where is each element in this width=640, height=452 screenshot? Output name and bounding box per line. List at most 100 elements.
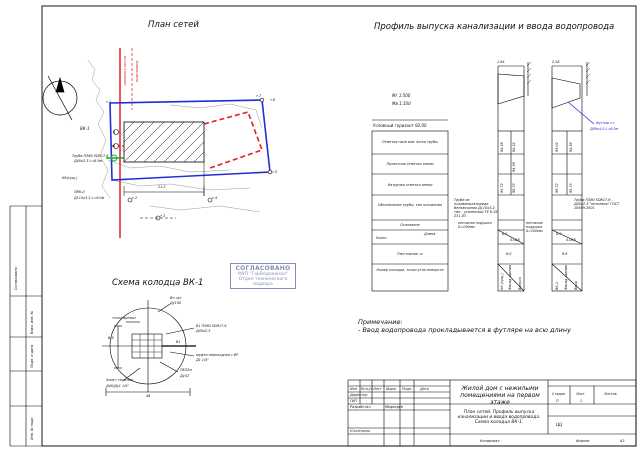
dimension-label: 21.2 <box>158 185 166 189</box>
side-inv-number: Инв. № подл. <box>30 416 34 440</box>
red-line-label-1: граница участка <box>123 56 127 86</box>
tb-project: Жилой дом с нежилыми помещениями на перв… <box>460 385 540 406</box>
col2-value-1: 93.02 <box>555 142 559 152</box>
well-valve: ПБ32м <box>180 368 192 372</box>
col1-value-1: 94.38 <box>500 142 504 152</box>
frame <box>41 5 637 447</box>
col2-value-2: 94.36 <box>569 142 573 152</box>
col1-well-b: Фасад здания <box>508 264 512 290</box>
tb-sheet-title: План сетей. Профиль выпуска канализации … <box>457 410 541 425</box>
tb-sheets-header: Листов <box>604 392 617 396</box>
profile-graphics <box>371 61 595 292</box>
well-saddle-dim: Д40/Ду1 1/4" <box>106 384 130 388</box>
building-marker-a: А <box>113 130 116 134</box>
notes-heading: Примечание: <box>358 318 403 326</box>
tb-role-developer: Разработал <box>350 405 371 409</box>
north-arrow-icon <box>42 75 78 121</box>
stamp-title: СОГЛАСОВАНО <box>235 265 291 272</box>
notes-text: - Ввод водопровода прокладывается в футл… <box>358 326 571 334</box>
row-label-length: Длина <box>424 232 436 236</box>
tb-header-date: Дата <box>420 387 429 391</box>
well-saddle: Хомут седелка <box>106 378 133 382</box>
marker-t5: т.5 <box>272 170 278 174</box>
marker-t6: т.6 <box>270 98 276 102</box>
horizon-label: Условный горизонт 92.00 <box>373 123 427 128</box>
col1-pipe-desc: Труба из поливинилхлорида безнапорная Д1… <box>454 198 499 218</box>
col2-pipe-desc: Труба ПЭ80 SDR17.6 - Д40х2.3 "питьевая" … <box>574 198 620 210</box>
pvk-label: ПВК-II <box>74 190 85 194</box>
tb-copied: Копировал <box>480 439 500 443</box>
title-block-lines <box>347 379 637 447</box>
row-label-pipe-type: Обозначение трубы, тип основания <box>378 203 442 207</box>
well-diameter: 46 <box>146 394 151 398</box>
col2-well-a: ВК-1 <box>555 281 559 290</box>
col1-slope-2: 0.028 <box>510 238 520 242</box>
tb-role-gip: ГИП <box>350 399 357 403</box>
col2-slope-2: 0.068 <box>566 238 576 242</box>
row-label-natural-ground: Натурная отметка земли <box>387 183 433 187</box>
vk1-label: ВК-1 <box>80 126 90 131</box>
well-main-pipe-dim: Ду100 <box>170 301 182 305</box>
side-block-lines <box>9 205 42 447</box>
well-pipe-1-dim: Д40х2.3 <box>196 329 211 333</box>
well-coupling: муфта переходная с ВР <box>196 353 239 357</box>
marker-t4: т.4 <box>212 196 218 200</box>
tb-sheet-value: 1 <box>580 399 583 403</box>
well-coupling-dim: Д1 1/4" <box>196 358 209 362</box>
col2-distance: 6.9 <box>562 252 568 256</box>
pvk-dim-label: Д110х3.2 L=6.0м <box>74 196 105 200</box>
tb-developer-name: Медведев <box>385 405 403 409</box>
col2-slope: 6.9 <box>556 232 562 236</box>
well-main-pipe: Вн чуг. <box>170 296 183 300</box>
tb-header-sheet: Лист <box>373 387 382 391</box>
col1-slope: 6.0 <box>502 232 508 236</box>
marker-t7: т.7 <box>256 94 262 98</box>
col2-base: песчаная подушка δ=100мм <box>526 221 543 233</box>
col1-value-2: 94.32 <box>512 142 516 152</box>
profile-title: Профиль выпуска канализации и ввода водо… <box>374 22 615 32</box>
tb-header-count: Кол.уч <box>361 387 373 391</box>
tb-header-sign: Подп. <box>402 387 413 391</box>
red-line-label-2: водопровод <box>135 60 139 82</box>
row-label-base: Основание <box>400 223 420 227</box>
site-plan-title: План сетей <box>148 20 199 30</box>
site-plan-graphics <box>42 48 273 238</box>
side-replace-inv: Взам. инв. № <box>30 310 34 334</box>
stamp-line-1: МУП "ГорВодоканал" <box>238 272 288 277</box>
tb-role-norm: Н.контроль <box>350 429 371 433</box>
row-label-well: Номер колодца, точки угла поворота <box>376 268 444 272</box>
col1-value-4: 95.72 <box>500 183 504 193</box>
col2-value-4: 95.73 <box>569 183 573 193</box>
terrain-texture <box>87 59 263 213</box>
col2-value-3: 95.72 <box>555 183 559 193</box>
col1-value-3: 94.39 <box>512 162 516 172</box>
well-tap-point: точка врезки <box>112 316 136 320</box>
col1-well-a: КК (сущ.) <box>500 273 504 290</box>
casing-dim-label: Д89х4.0 L=6.0м <box>590 127 619 131</box>
approval-stamp: СОГЛАСОВАНО МУП "ГорВодоканал" Отдел тех… <box>230 263 296 289</box>
row-label-distance: Расстояние, м <box>397 252 423 256</box>
col2-well-c: Ввод <box>574 281 578 290</box>
marker-t2: т.2 <box>132 196 138 200</box>
col1-value-5: 95.73 <box>512 183 516 193</box>
pipe-label: Труба ПЭ80 SDR17.6 <box>72 154 109 158</box>
tb-header-change: Изм <box>350 387 357 391</box>
col1-top-mark: 1.64 <box>497 60 505 64</box>
marker-t3: т.3 <box>160 214 166 218</box>
col1-well-c: Выпуск <box>518 276 522 290</box>
well-b1: В1 <box>176 340 181 344</box>
building-marker-b: Б <box>113 144 116 148</box>
side-approved: Согласовано <box>14 267 18 290</box>
tb-stage-value: П <box>556 399 559 403</box>
marker-t1: т.1 <box>106 100 112 104</box>
well-scheme-title: Схема колодца ВК-1 <box>112 278 204 288</box>
kk-label: КК(сущ.) <box>62 176 78 180</box>
stamp-line-2: Отдел технического надзора <box>238 277 288 287</box>
col1-base: песчаная подушка δ=100мм <box>458 221 492 229</box>
well-pipe-1: В1 ПЭ80 SDR17.6 <box>196 324 227 328</box>
hatched-building <box>123 121 205 163</box>
scale-horizontal: Мг 1:500 <box>392 93 411 98</box>
well-b6: Б-6 <box>108 336 114 340</box>
row-label-pipe-bottom: Отметка низа или лотка трубы <box>382 140 438 144</box>
